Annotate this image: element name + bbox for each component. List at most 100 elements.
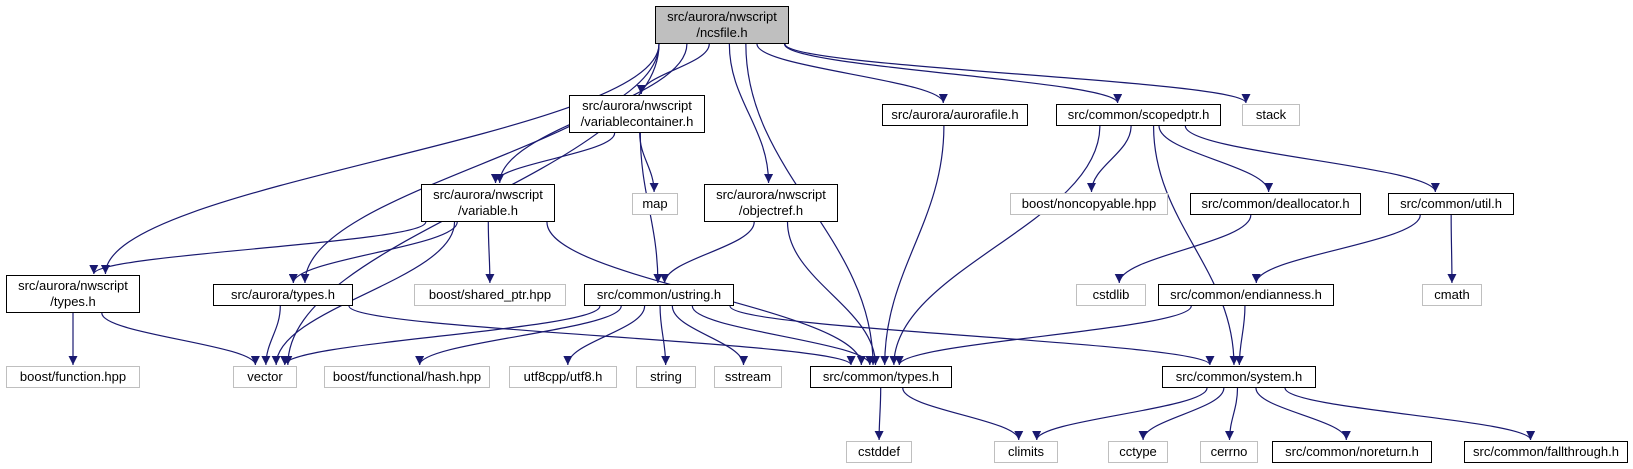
edge-system-to-climits	[1032, 387, 1208, 441]
edge-variable-to-nwtypes	[89, 221, 427, 275]
node-cmath: cmath	[1422, 284, 1482, 306]
edge-deallocator-to-cstdlib	[1114, 214, 1252, 284]
edge-system-to-cerrno	[1225, 387, 1239, 441]
edge-endianness-to-system	[1234, 305, 1246, 366]
edge-ustring-to-utf8	[563, 305, 646, 366]
node-utf8: utf8cpp/utf8.h	[509, 366, 617, 388]
node-label: src/common/types.h	[822, 369, 940, 384]
node-label: src/common/scopedptr.h	[1067, 107, 1210, 122]
node-cctype: cctype	[1108, 441, 1168, 463]
node-climits: climits	[994, 441, 1058, 463]
edge-util-to-cmath	[1447, 214, 1457, 284]
node-label: /types.h	[50, 294, 96, 309]
node-cerrno: cerrno	[1200, 441, 1258, 463]
node-label: src/common/endianness.h	[1170, 287, 1322, 302]
node-label: src/aurora/aurorafile.h	[891, 107, 1019, 122]
edge-ustring-to-string	[659, 305, 671, 366]
node-label: cctype	[1119, 444, 1157, 459]
node-variable[interactable]: src/aurora/nwscript/variable.h	[421, 184, 555, 222]
edge-auroratypes-to-vector	[261, 305, 281, 366]
node-noncopyable: boost/noncopyable.hpp	[1010, 193, 1168, 215]
edge-ustring-to-sstream	[671, 305, 749, 366]
edge-ustring-to-system	[729, 305, 1215, 366]
node-ncsfile[interactable]: src/aurora/nwscript/ncsfile.h	[655, 6, 789, 44]
node-map: map	[632, 193, 678, 215]
node-hash: boost/functional/hash.hpp	[324, 366, 490, 388]
node-label: boost/noncopyable.hpp	[1021, 196, 1157, 211]
node-sharedptr: boost/shared_ptr.hpp	[414, 284, 566, 306]
edge-system-to-fallthrough	[1284, 387, 1536, 441]
node-label: utf8cpp/utf8.h	[523, 369, 603, 384]
node-ustring[interactable]: src/common/ustring.h	[584, 284, 734, 306]
edge-scopedptr-to-deallocator	[1158, 125, 1274, 193]
node-function: boost/function.hpp	[6, 366, 140, 388]
node-endianness[interactable]: src/common/endianness.h	[1158, 284, 1334, 306]
node-auroratypes[interactable]: src/aurora/types.h	[213, 284, 353, 306]
node-label: /ncsfile.h	[696, 25, 748, 40]
node-aurorafile[interactable]: src/aurora/aurorafile.h	[882, 104, 1028, 126]
edge-nwtypes-to-vector	[101, 312, 260, 366]
edge-ncsfile-to-nwtypes	[101, 43, 660, 275]
edge-variable-to-sharedptr	[485, 221, 495, 284]
edge-system-to-cctype	[1138, 387, 1225, 441]
edge-commontypes-to-climits	[902, 387, 1024, 441]
edge-objectref-to-ustring	[660, 221, 755, 284]
edge-ncsfile-to-aurorafile	[756, 43, 948, 104]
node-label: vector	[247, 369, 283, 384]
edge-objectref-to-commontypes	[786, 221, 880, 366]
edge-auroratypes-to-commontypes	[348, 305, 856, 366]
edge-ncsfile-to-objectref	[728, 43, 774, 184]
node-label: src/common/system.h	[1175, 369, 1303, 384]
node-string: string	[636, 366, 696, 388]
node-objectref[interactable]: src/aurora/nwscript/objectref.h	[704, 184, 838, 222]
edge-commontypes-to-cstddef	[874, 387, 884, 441]
edge-ncsfile-to-auroratypes	[300, 43, 660, 284]
node-nwtypes[interactable]: src/aurora/nwscript/types.h	[6, 275, 140, 313]
edge-varcontainer-to-variable	[491, 132, 616, 184]
node-sstream: sstream	[714, 366, 782, 388]
edge-util-to-endianness	[1251, 214, 1421, 284]
edge-scopedptr-to-noncopyable	[1086, 125, 1132, 193]
node-fallthrough[interactable]: src/common/fallthrough.h	[1464, 441, 1628, 463]
node-stack: stack	[1242, 104, 1300, 126]
edge-ncsfile-to-varcontainer	[636, 43, 710, 95]
node-label: boost/function.hpp	[19, 369, 127, 384]
node-label: src/aurora/types.h	[230, 287, 336, 302]
node-system[interactable]: src/common/system.h	[1162, 366, 1316, 388]
node-label: /objectref.h	[738, 203, 804, 218]
node-label: sstream	[724, 369, 772, 384]
edge-scopedptr-to-util	[1184, 125, 1440, 193]
edge-aurorafile-to-commontypes	[880, 125, 945, 366]
node-label: /variablecontainer.h	[580, 114, 694, 129]
node-varcontainer[interactable]: src/aurora/nwscript/variablecontainer.h	[569, 95, 705, 133]
node-deallocator[interactable]: src/common/deallocator.h	[1190, 193, 1361, 215]
edge-variable-to-auroratypes	[288, 221, 458, 284]
node-label: src/aurora/nwscript	[18, 278, 128, 293]
node-label: src/aurora/nwscript	[667, 9, 777, 24]
node-label: cstddef	[858, 444, 900, 459]
node-commontypes[interactable]: src/common/types.h	[810, 366, 952, 388]
edge-variable-to-vector	[271, 221, 456, 366]
edge-scopedptr-to-system	[1152, 125, 1239, 366]
node-label: src/common/ustring.h	[596, 287, 722, 302]
node-label: src/common/util.h	[1400, 196, 1502, 211]
node-label: stack	[1255, 107, 1287, 122]
node-label: src/common/noreturn.h	[1285, 444, 1419, 459]
node-label: src/common/deallocator.h	[1201, 196, 1350, 211]
node-label: map	[642, 196, 668, 211]
edge-system-to-noreturn	[1255, 387, 1351, 441]
node-label: boost/shared_ptr.hpp	[428, 287, 552, 302]
node-label: src/aurora/nwscript	[433, 187, 543, 202]
edge-ustring-to-commontypes	[691, 305, 875, 366]
node-cstdlib: cstdlib	[1076, 284, 1146, 306]
node-cstddef: cstddef	[846, 441, 912, 463]
node-label: boost/functional/hash.hpp	[332, 369, 482, 384]
node-label: /variable.h	[458, 203, 518, 218]
node-label: src/aurora/nwscript	[582, 98, 692, 113]
node-util[interactable]: src/common/util.h	[1388, 193, 1514, 215]
node-label: string	[650, 369, 682, 384]
node-scopedptr[interactable]: src/common/scopedptr.h	[1056, 104, 1221, 126]
node-noreturn[interactable]: src/common/noreturn.h	[1272, 441, 1432, 463]
